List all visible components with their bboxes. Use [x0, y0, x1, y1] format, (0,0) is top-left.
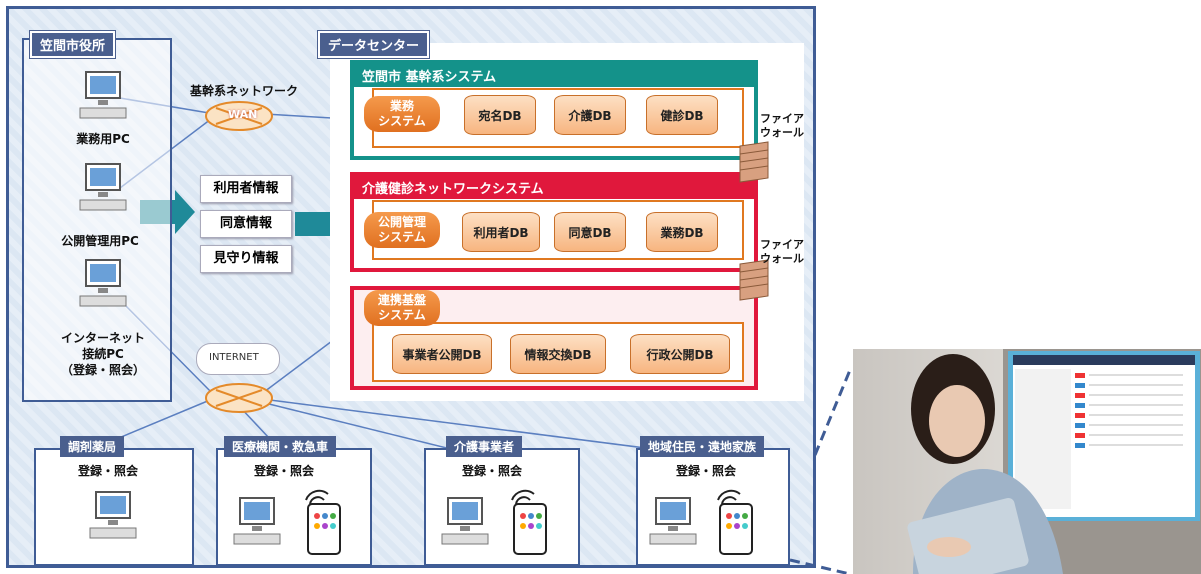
- city-hall-title: 笠間市役所: [30, 31, 116, 58]
- tablet-icon: [506, 486, 552, 558]
- db-care: 介護DB: [554, 95, 626, 135]
- client-pharmacy-action: 登録・照会: [78, 464, 139, 478]
- db-info-exchange: 情報交換DB: [510, 334, 606, 374]
- linkage-base-pill: 連携基盤 システム: [364, 290, 440, 326]
- firewall-label-1: ファイア ウォール: [760, 112, 804, 139]
- client-care-provider-title: 介護事業者: [446, 436, 523, 457]
- cloud-icon: INTERNET: [196, 343, 280, 375]
- computer-icon: [440, 496, 490, 551]
- core-system-title: 笠間市 基幹系システム: [354, 64, 754, 87]
- publish-admin-pill: 公開管理 システム: [364, 212, 440, 248]
- client-care-provider-action: 登録・照会: [462, 464, 523, 478]
- client-medical-title: 医療機関・救急車: [224, 436, 337, 457]
- db-checkup: 健診DB: [646, 95, 718, 135]
- db-consent: 同意DB: [554, 212, 626, 252]
- business-system-pill: 業務 システム: [364, 96, 440, 132]
- wan-label: WAN: [228, 108, 258, 121]
- client-residents-title: 地域住民・遠地家族: [640, 436, 765, 457]
- client-pharmacy-title: 調剤薬局: [60, 436, 125, 457]
- wan-router-icon: WAN: [204, 100, 274, 136]
- firewall-label-2: ファイア ウォール: [760, 238, 804, 265]
- city-hall-box: [22, 38, 172, 402]
- computer-icon: [88, 490, 138, 545]
- pc-label-business: 業務用PC: [76, 132, 130, 146]
- info-user: 利用者情報: [200, 175, 292, 203]
- db-user: 利用者DB: [462, 212, 540, 252]
- photo-woman-with-tablet: [853, 349, 1201, 574]
- tablet-icon: [712, 486, 758, 558]
- db-business: 業務DB: [646, 212, 718, 252]
- firewall-icon: [734, 258, 774, 306]
- client-residents-action: 登録・照会: [676, 464, 737, 478]
- info-consent: 同意情報: [200, 210, 292, 238]
- db-provider-public: 事業者公開DB: [392, 334, 492, 374]
- network-label: 基幹系ネットワーク: [190, 84, 299, 98]
- computer-icon: [648, 496, 698, 551]
- pc-label-internet: インターネット 接続PC （登録・照会）: [60, 331, 145, 377]
- client-medical-action: 登録・照会: [254, 464, 315, 478]
- care-network-system: 介護健診ネットワークシステム: [350, 172, 758, 272]
- internet-router-icon: [204, 382, 274, 418]
- internet-label: INTERNET: [209, 352, 259, 363]
- info-watch: 見守り情報: [200, 245, 292, 273]
- datacenter-title: データセンター: [318, 31, 430, 58]
- db-address: 宛名DB: [464, 95, 536, 135]
- computer-icon: [78, 162, 128, 217]
- care-network-title: 介護健診ネットワークシステム: [354, 176, 754, 199]
- tablet-icon: [300, 486, 346, 558]
- computer-icon: [232, 496, 282, 551]
- computer-icon: [78, 70, 128, 125]
- computer-icon: [78, 258, 128, 313]
- pc-label-publish-admin: 公開管理用PC: [61, 234, 139, 248]
- core-system: 笠間市 基幹系システム: [350, 60, 758, 160]
- firewall-icon: [734, 140, 774, 188]
- db-admin-public: 行政公開DB: [630, 334, 730, 374]
